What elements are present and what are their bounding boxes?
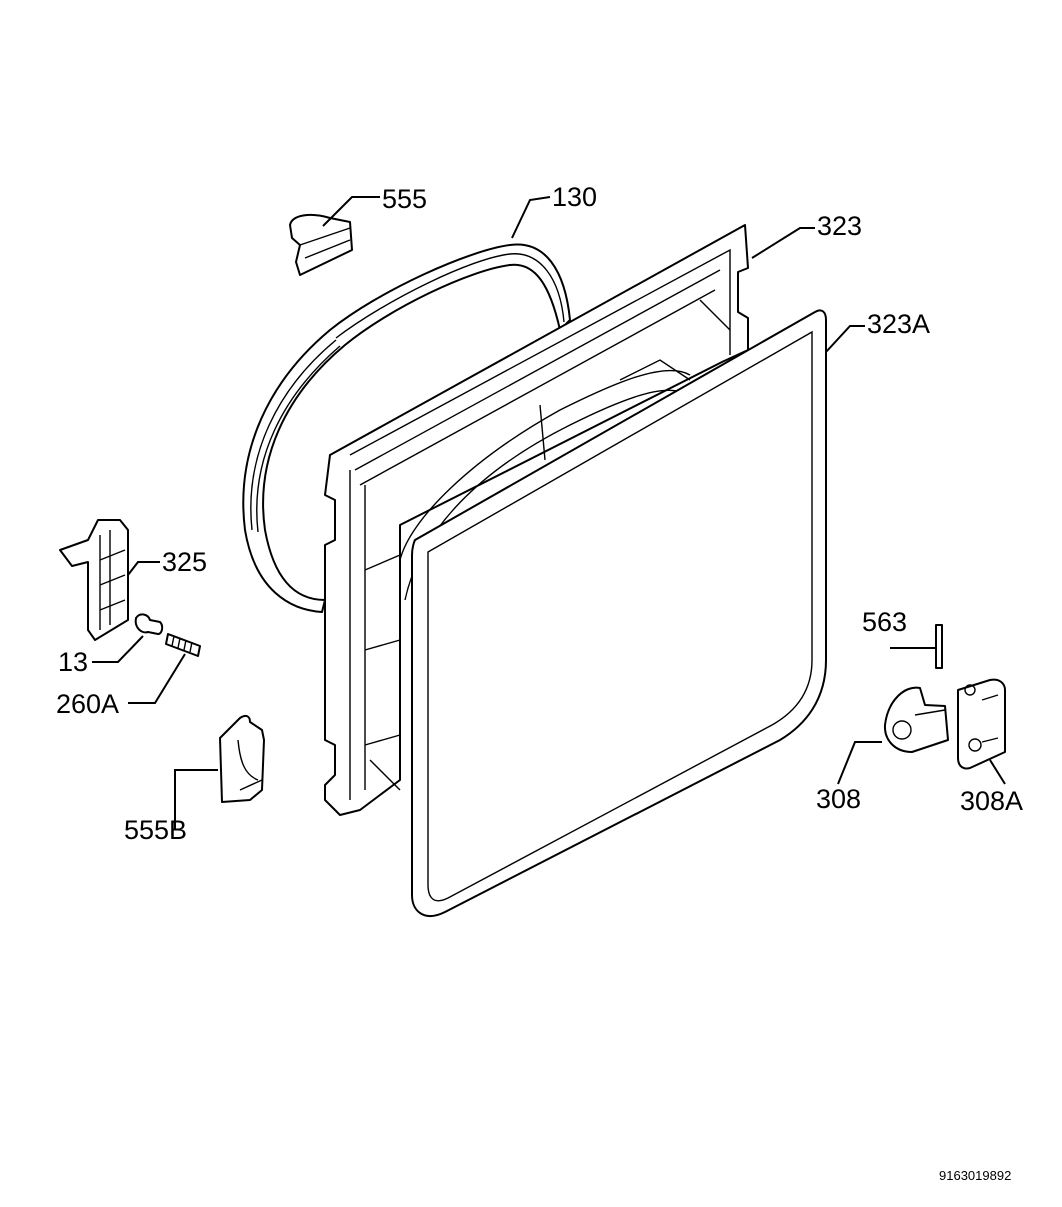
label-130: 130	[552, 182, 597, 212]
label-555: 555	[382, 184, 427, 214]
label-308: 308	[816, 784, 861, 814]
hinge-308	[883, 686, 949, 753]
label-563: 563	[862, 607, 907, 637]
label-260a: 260A	[56, 689, 119, 719]
door-gasket-130	[242, 243, 571, 613]
leader-lines	[92, 196, 1006, 830]
label-555b: 555B	[124, 815, 187, 845]
spring-260a	[165, 633, 201, 657]
hinge-cover-555b	[219, 714, 265, 803]
screw-13	[134, 613, 164, 635]
drawing-code: 9163019892	[939, 1168, 1011, 1183]
pin-563	[935, 624, 943, 669]
outer-door-panel-323a	[411, 309, 827, 917]
inner-door-frame-323	[324, 224, 749, 816]
lock-catch-325	[59, 519, 129, 641]
hinge-cover-555	[289, 213, 353, 276]
hinge-plate-308a	[957, 678, 1006, 770]
label-323: 323	[817, 211, 862, 241]
label-13: 13	[58, 647, 88, 677]
label-325: 325	[162, 547, 207, 577]
label-308a: 308A	[960, 786, 1023, 816]
label-323a: 323A	[867, 309, 930, 339]
